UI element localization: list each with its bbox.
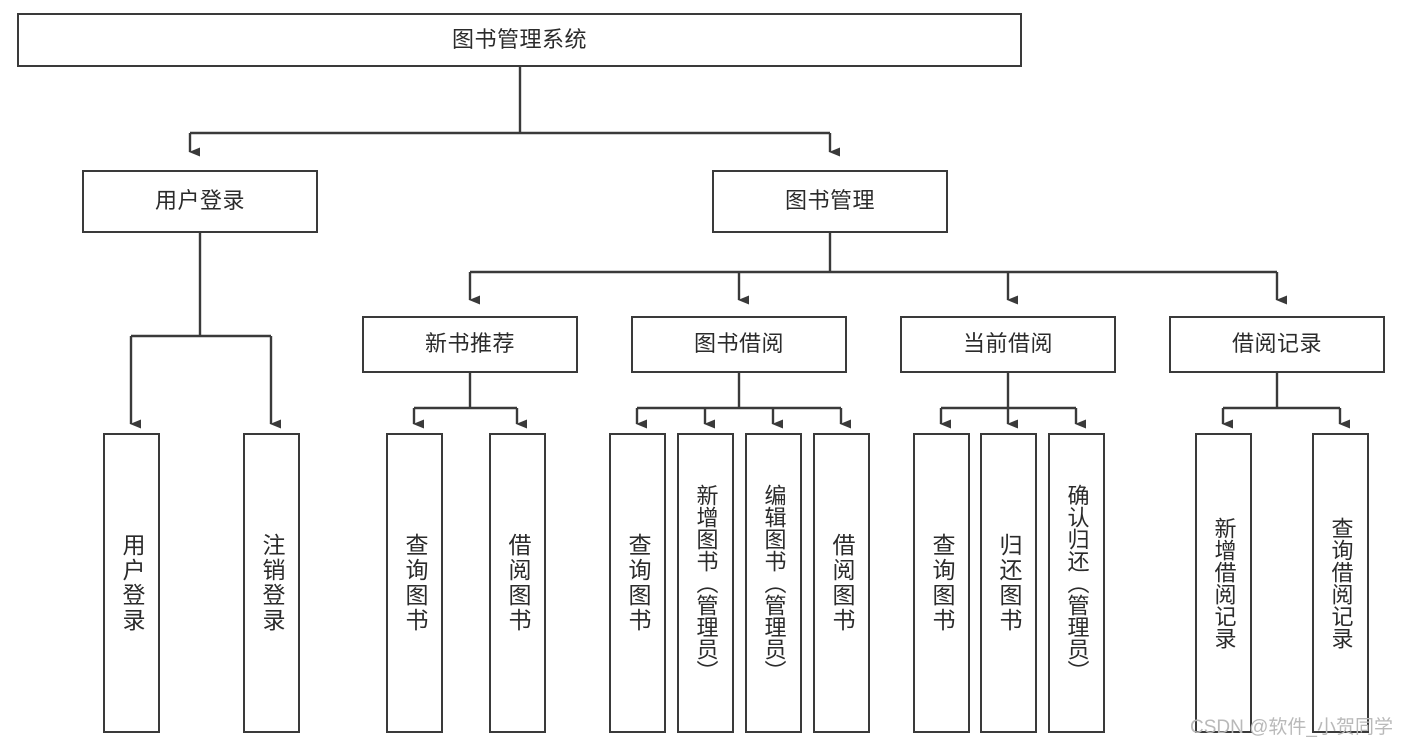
node-leaf-query-book-3[interactable]: 查询图书 [913,433,970,733]
node-leaf-confirm-return-admin[interactable]: 确认归还（管理员） [1048,433,1105,733]
node-current-borrow[interactable]: 当前借阅 [900,316,1116,373]
node-leaf-query-borrow-record-label: 查询借阅记录 [1328,517,1354,649]
node-leaf-query-book-1-label: 查询图书 [402,533,428,633]
node-book-borrow-label: 图书借阅 [693,331,784,357]
node-leaf-borrow-book-2[interactable]: 借阅图书 [813,433,870,733]
node-leaf-return-book[interactable]: 归还图书 [980,433,1037,733]
node-book-manage-label: 图书管理 [784,188,875,214]
node-leaf-add-borrow-record[interactable]: 新增借阅记录 [1195,433,1252,733]
node-leaf-add-borrow-record-label: 新增借阅记录 [1211,517,1237,649]
node-leaf-logout-login-label: 注销登录 [259,533,285,633]
node-root-label: 图书管理系统 [451,26,587,52]
node-book-borrow[interactable]: 图书借阅 [631,316,847,373]
node-book-manage[interactable]: 图书管理 [712,170,948,233]
node-leaf-user-login-label: 用户登录 [119,533,145,633]
node-leaf-query-book-2-label: 查询图书 [625,533,651,633]
node-leaf-logout-login[interactable]: 注销登录 [243,433,300,733]
node-user-login-label: 用户登录 [154,188,245,214]
node-user-login[interactable]: 用户登录 [82,170,318,233]
node-new-book-recommend[interactable]: 新书推荐 [362,316,578,373]
node-leaf-borrow-book-2-label: 借阅图书 [829,533,855,633]
node-leaf-query-book-2[interactable]: 查询图书 [609,433,666,733]
node-leaf-query-book-3-label: 查询图书 [929,533,955,633]
node-leaf-user-login[interactable]: 用户登录 [103,433,160,733]
node-leaf-confirm-return-admin-label: 确认归还（管理员） [1064,484,1090,682]
node-leaf-query-book-1[interactable]: 查询图书 [386,433,443,733]
csdn-watermark: CSDN @软件_小贺同学 [1190,717,1393,738]
node-leaf-edit-book-admin-label: 编辑图书（管理员） [761,484,787,682]
node-leaf-return-book-label: 归还图书 [996,533,1022,633]
node-leaf-add-book-admin[interactable]: 新增图书（管理员） [677,433,734,733]
node-leaf-edit-book-admin[interactable]: 编辑图书（管理员） [745,433,802,733]
node-borrow-record-label: 借阅记录 [1231,331,1322,357]
node-root[interactable]: 图书管理系统 [17,13,1022,67]
node-leaf-borrow-book-1[interactable]: 借阅图书 [489,433,546,733]
node-leaf-add-book-admin-label: 新增图书（管理员） [693,484,719,682]
node-leaf-query-borrow-record[interactable]: 查询借阅记录 [1312,433,1369,733]
node-borrow-record[interactable]: 借阅记录 [1169,316,1385,373]
node-new-book-recommend-label: 新书推荐 [424,331,515,357]
node-leaf-borrow-book-1-label: 借阅图书 [505,533,531,633]
node-current-borrow-label: 当前借阅 [962,331,1053,357]
